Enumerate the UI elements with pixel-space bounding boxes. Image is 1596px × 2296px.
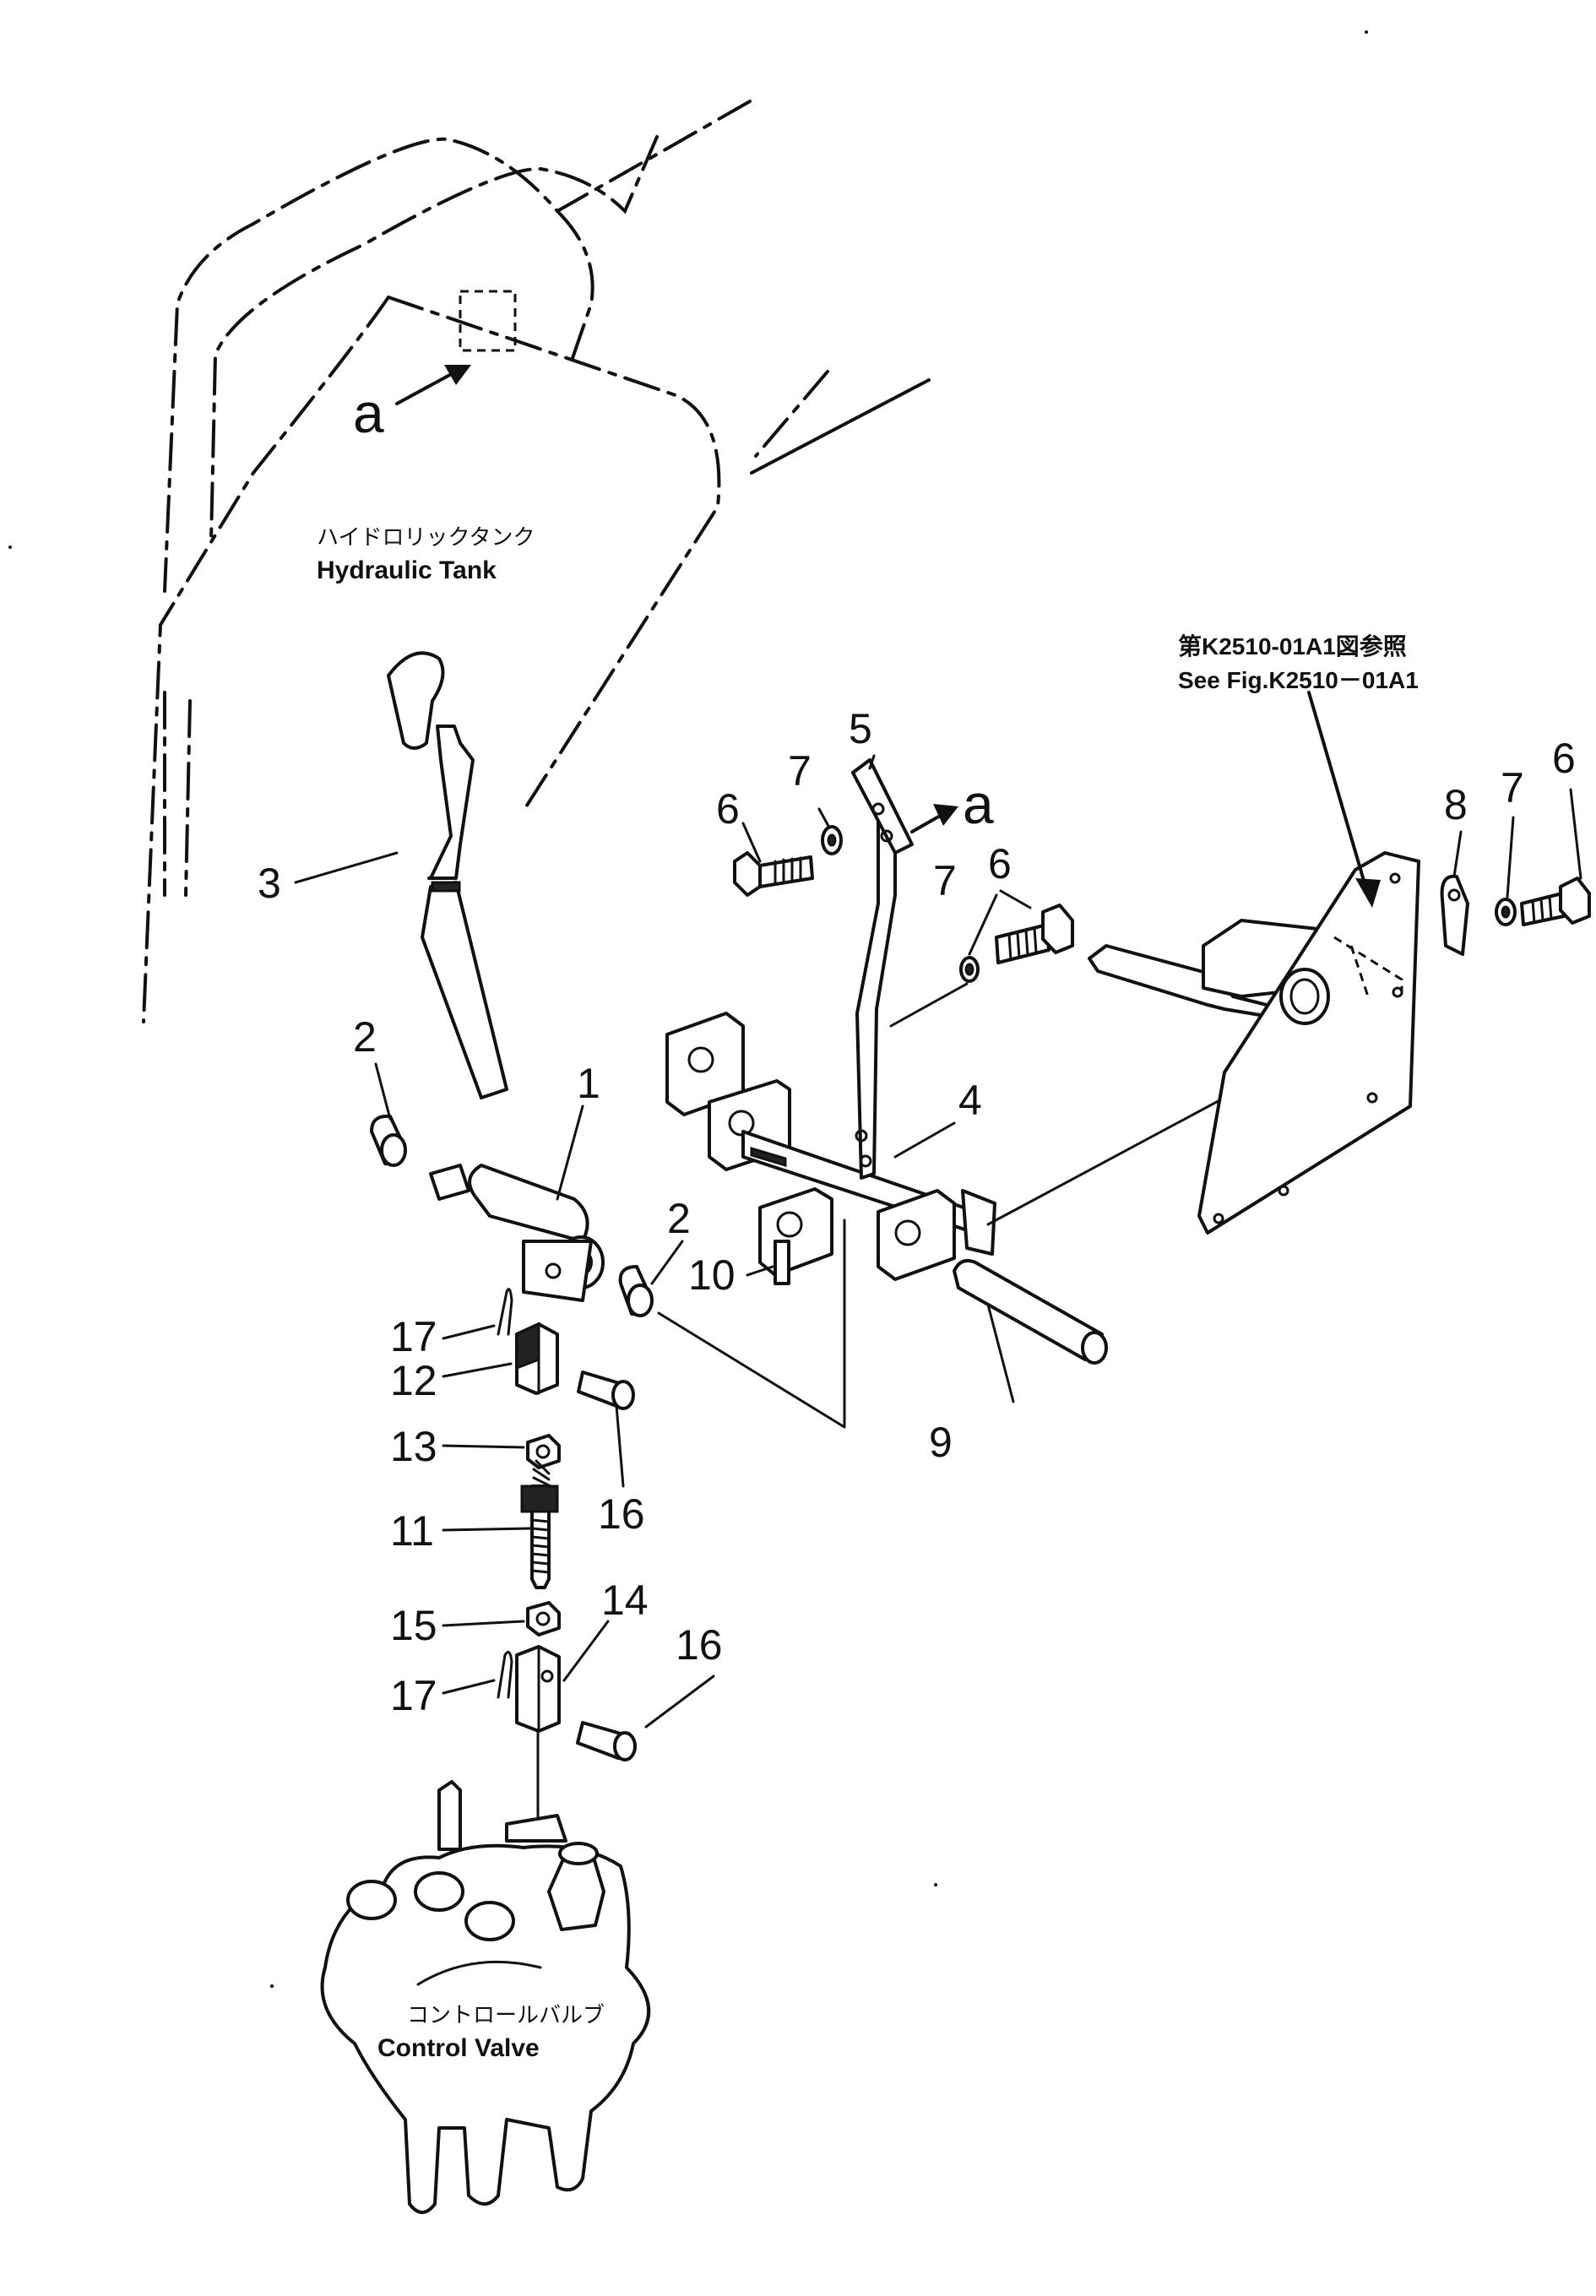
part-number-15: 15 [390, 1602, 437, 1649]
part-number-10: 10 [688, 1251, 736, 1299]
cotter-pin-lower [497, 1650, 513, 1699]
nut-upper [526, 1434, 561, 1469]
part-number-16: 16 [676, 1621, 723, 1669]
part-number-7: 7 [1501, 764, 1524, 811]
part-number-7: 7 [933, 857, 957, 904]
nut-lower [526, 1601, 561, 1637]
leader-line [889, 982, 969, 1028]
view-a-callout-tank: a [353, 365, 471, 444]
part-number-13: 13 [390, 1423, 437, 1470]
yoke-lower [515, 1645, 561, 1733]
clevis-pin-lower [576, 1721, 637, 1761]
part-numbers: 3 2 1 2 4 5 6 7 7 6 8 7 6 9 10 17 12 13 … [258, 705, 1576, 1719]
part-number-4: 4 [958, 1077, 982, 1124]
arrow-icon [1355, 878, 1381, 908]
part-number-2: 2 [353, 1013, 377, 1061]
part-number-16: 16 [598, 1490, 645, 1538]
part-number-14: 14 [601, 1577, 649, 1624]
leader-line [1307, 691, 1370, 897]
part-number-2: 2 [667, 1195, 691, 1242]
cross-shaft [953, 1259, 1108, 1365]
bushing-left [370, 1114, 407, 1167]
leader-line [657, 1219, 846, 1429]
washer-icon [959, 956, 980, 983]
reference-note: See Fig.K2510－01A1 [1178, 667, 1419, 693]
bushing-mid [618, 1265, 654, 1317]
part-number-7: 7 [788, 747, 812, 795]
hydraulic-tank-outline [142, 100, 931, 1023]
bolt-icon [733, 851, 814, 897]
part-number-9: 9 [929, 1419, 953, 1466]
hydraulic-tank-label-jp: ハイドロリックタンク [317, 525, 535, 551]
part-number-12: 12 [390, 1357, 437, 1404]
arrow-icon [444, 365, 471, 385]
part-number-6: 6 [988, 840, 1012, 887]
cross-shaft-bracket [665, 1012, 996, 1281]
bolt-icon [995, 904, 1074, 964]
view-a-label: a [353, 382, 384, 444]
reference-note-jp: 第K2510-01A1図参照 [1178, 632, 1407, 659]
part-number-17: 17 [390, 1672, 437, 1719]
yoke-upper [515, 1322, 559, 1395]
part-number-6: 6 [716, 785, 740, 833]
bolt-icon [1520, 877, 1591, 926]
washer-icon [1495, 898, 1517, 926]
view-a-callout-bracket: a [910, 773, 994, 835]
mounting-bracket [851, 758, 914, 1180]
control-valve [320, 1780, 651, 2214]
washer-icon [821, 825, 843, 855]
threaded-rod [520, 1459, 559, 1589]
leader-lines [294, 754, 1582, 1729]
part-number-5: 5 [849, 705, 872, 752]
lever-knob [387, 651, 445, 750]
hydraulic-tank-label: Hydraulic Tank [317, 556, 497, 584]
retaining-clip [1440, 874, 1469, 956]
part-number-3: 3 [258, 860, 281, 907]
lever-pivot [429, 1164, 605, 1302]
spring-pin [774, 1240, 790, 1285]
control-valve-label-jp: コントロールバルブ [407, 2003, 605, 2028]
part-number-17: 17 [390, 1313, 437, 1360]
view-a-label: a [963, 773, 994, 835]
cotter-pin-upper [497, 1288, 513, 1336]
part-number-8: 8 [1444, 781, 1468, 828]
part-number-6: 6 [1552, 735, 1576, 782]
part-number-1: 1 [577, 1060, 600, 1107]
lever-shaft [421, 725, 508, 1099]
part-number-11: 11 [390, 1507, 434, 1555]
clevis-pin-upper [577, 1371, 635, 1410]
control-box-plate [1088, 851, 1420, 1235]
leader-line [986, 1096, 1226, 1226]
control-valve-label: Control Valve [377, 2034, 540, 2062]
arrow-icon [933, 804, 958, 826]
